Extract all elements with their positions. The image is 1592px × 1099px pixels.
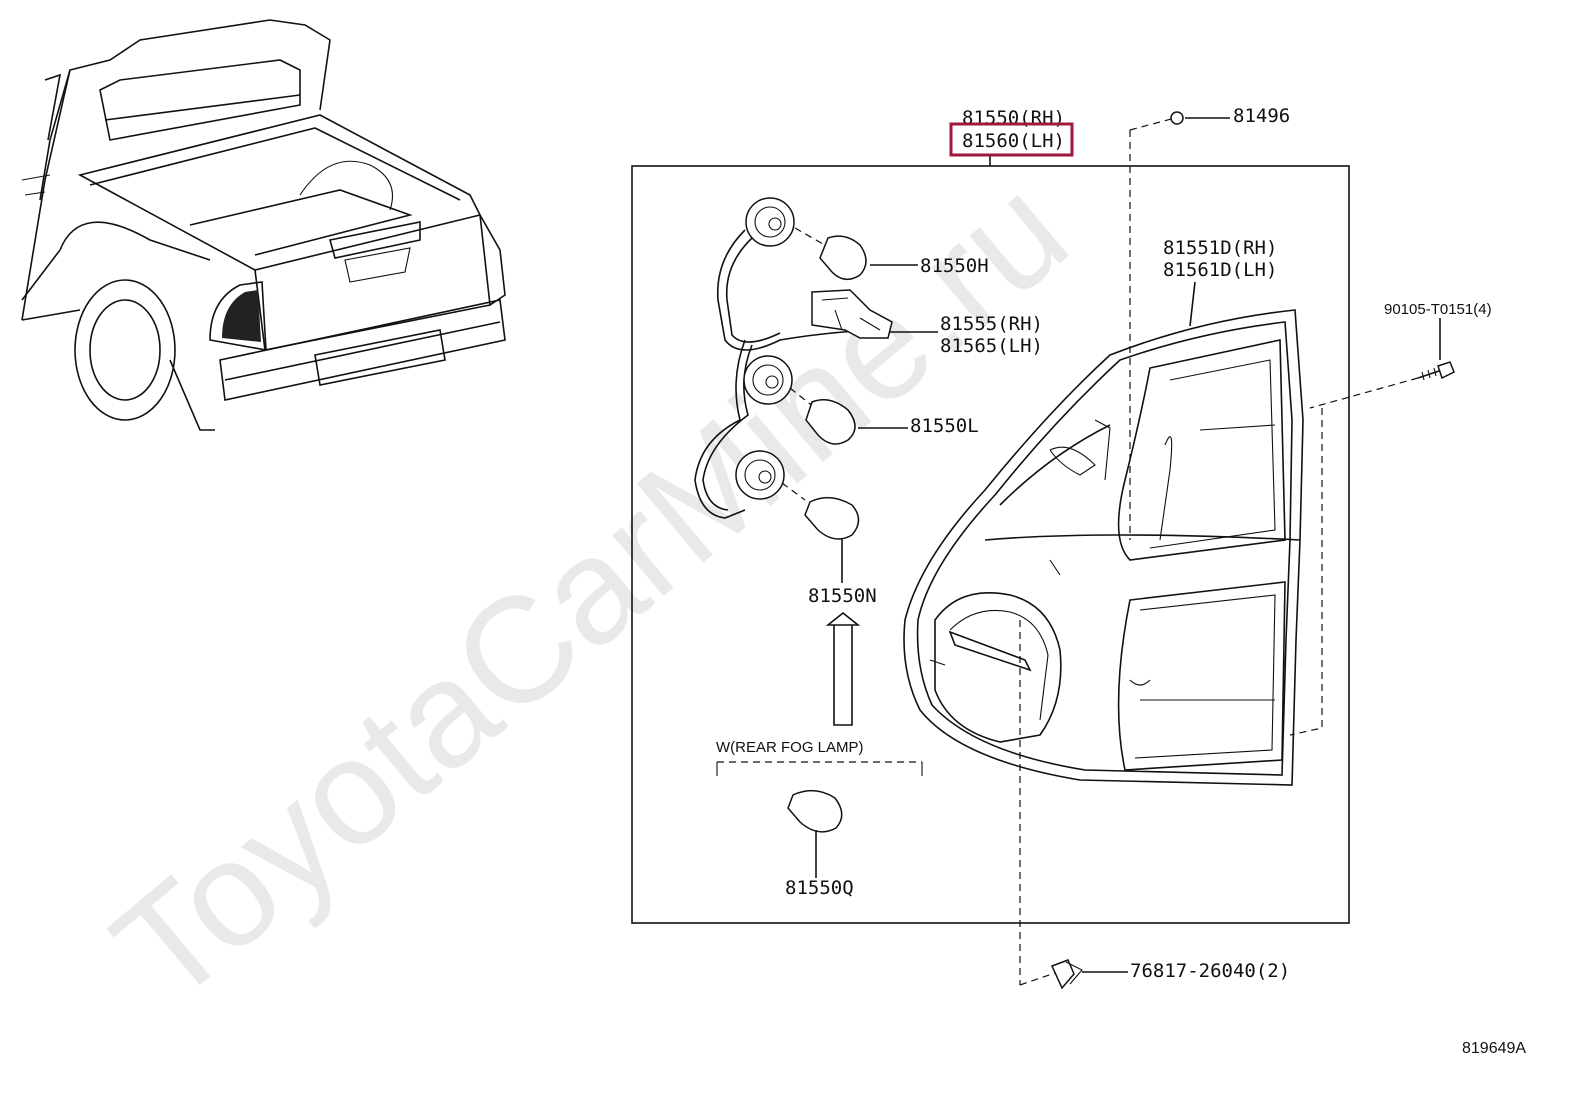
watermark: ToyotaCarMine.ru [83,145,1098,1035]
bulb-81550n-icon [804,496,860,540]
label-81550l: 81550L [910,415,979,437]
clip-icon [1050,959,1083,990]
label-81550h: 81550H [920,255,989,277]
highlight-box [949,122,1074,157]
label-81550q: 81550Q [785,877,854,899]
screw-icon [1417,361,1455,381]
diagram-id: 819649A [1462,1040,1526,1057]
truck-illustration [21,19,506,431]
label-81565-lh: 81565(LH) [940,335,1043,357]
bulb-81550q-icon [787,789,843,833]
label-81550-rh: 81550(RH) [962,107,1065,129]
label-screw: 90105-T0151(4) [1384,301,1492,318]
label-76817: 76817-26040(2) [1130,960,1290,982]
bulb-81550l-icon [805,399,856,445]
label-fog-lamp: W(REAR FOG LAMP) [716,739,864,756]
wire-harness [694,197,893,519]
label-81555-rh: 81555(RH) [940,313,1043,335]
label-81496: 81496 [1233,105,1290,127]
arrow-up-icon [825,611,861,626]
tail-lamp-lens [903,309,1304,786]
label-81561d-lh: 81561D(LH) [1163,259,1277,281]
label-81550n: 81550N [808,585,877,607]
label-81551d-rh: 81551D(RH) [1163,237,1277,259]
bulb-81550h-icon [819,235,867,281]
nut-icon [1170,111,1184,125]
label-81560-lh[interactable]: 81560(LH) [962,130,1065,152]
